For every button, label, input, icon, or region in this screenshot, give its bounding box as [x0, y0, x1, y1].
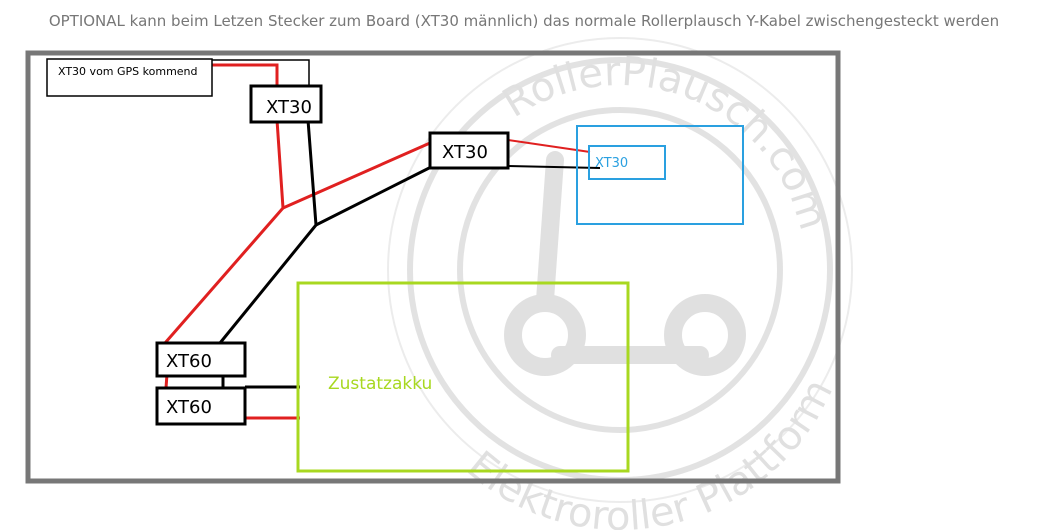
xt60-upper-label: XT60 [166, 351, 212, 372]
wire-positive-y2 [163, 207, 285, 344]
wire-positive-y1 [275, 119, 431, 211]
wire-negative-board [507, 165, 601, 169]
scooter-icon [504, 151, 746, 376]
diagram-caption: OPTIONAL kann beim Letzen Stecker zum Bo… [48, 12, 1000, 30]
gps-source-label: XT30 vom GPS kommend [58, 65, 198, 78]
xt30-board-connector [588, 145, 666, 180]
wire-negative-gps [200, 59, 310, 87]
xt30-top-label: XT30 [266, 97, 312, 118]
wire-negative-y2 [218, 224, 318, 344]
battery-box [296, 281, 630, 473]
battery-label: Zustatzakku [328, 374, 432, 394]
wire-negative-y1 [306, 119, 446, 228]
xt60-lower-connector [155, 386, 247, 426]
xt30-board-label: XT30 [595, 156, 628, 171]
diagram-frame [25, 50, 841, 484]
board-box [576, 125, 744, 225]
xt30-middle-connector [428, 131, 510, 170]
xt60-upper-connector [155, 341, 247, 378]
xt30-middle-label: XT30 [442, 142, 488, 163]
gps-source-box [46, 58, 213, 97]
xt30-top-connector [249, 84, 323, 124]
xt60-lower-label: XT60 [166, 397, 212, 418]
wire-positive-gps [212, 63, 279, 87]
